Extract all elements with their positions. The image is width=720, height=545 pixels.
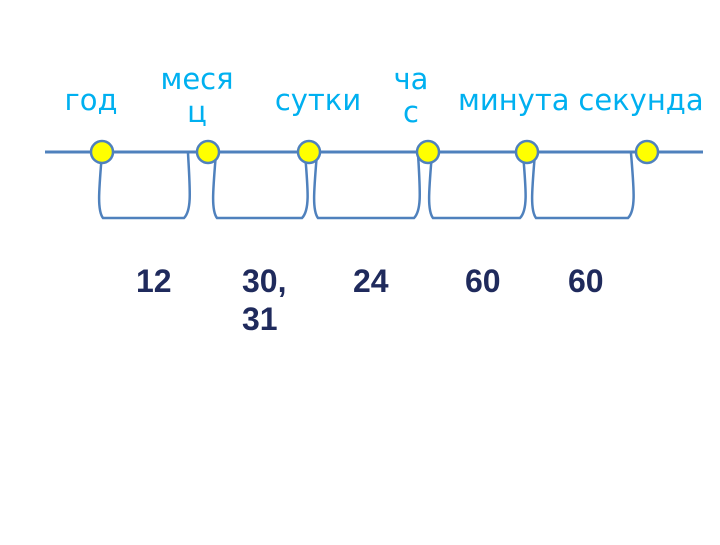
- value-minute-seconds: 60: [568, 263, 604, 299]
- bracket-month-day: [211, 152, 309, 220]
- unit-label-day: сутки: [274, 83, 362, 117]
- unit-label-month: меся ц: [160, 62, 234, 129]
- bracket-hour-minute: [427, 152, 527, 220]
- point-hour: [415, 139, 441, 165]
- point-day: [296, 139, 322, 165]
- point-minute: [514, 139, 540, 165]
- point-month: [195, 139, 221, 165]
- unit-label-year: год: [64, 83, 118, 117]
- unit-label-hour: ча с: [393, 62, 429, 129]
- value-month-days: 30, 31: [242, 263, 287, 337]
- value-year-months: 12: [136, 263, 172, 299]
- bracket-day-hour: [312, 152, 422, 220]
- value-day-hours: 24: [353, 263, 389, 299]
- unit-label-minute: минута: [458, 83, 570, 117]
- bracket-minute-second: [530, 152, 635, 220]
- point-year: [89, 139, 115, 165]
- bracket-year-month: [97, 152, 192, 220]
- point-second: [634, 139, 660, 165]
- value-hour-minutes: 60: [465, 263, 501, 299]
- unit-label-second: секунда: [578, 83, 704, 117]
